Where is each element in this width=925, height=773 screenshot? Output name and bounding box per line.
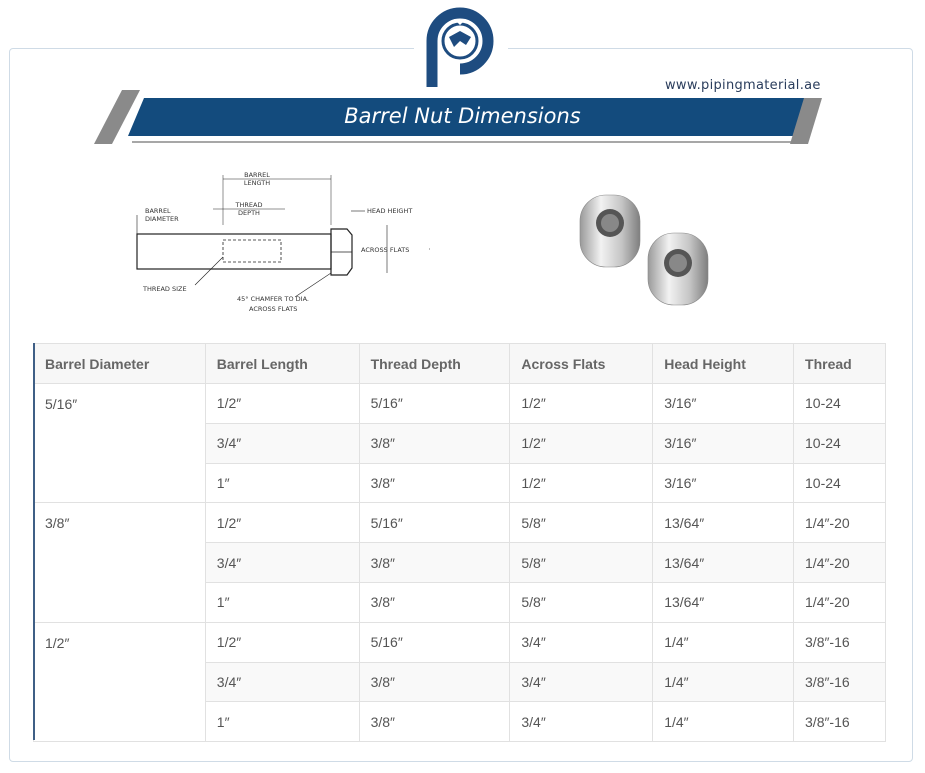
- label-chamfer-1: 45° CHAMFER TO DIA.: [237, 295, 309, 303]
- cell: 1/2″: [509, 422, 654, 464]
- label-across-flats: ACROSS FLATS: [361, 246, 409, 254]
- header-barrel-length: Barrel Length: [204, 343, 360, 384]
- cell: 1/4″: [652, 661, 795, 703]
- barrel-nut-drawing: BARREL LENGTH BARREL DIAMETER THREAD DEP…: [136, 171, 430, 313]
- cell: 1″: [204, 462, 360, 504]
- cell: 3/16″: [652, 462, 795, 504]
- table-row: 1/2″ 1/2″ 5/16″ 3/4″ 1/4″ 3/8″-16: [33, 621, 886, 743]
- cell-diameter: 3/8″: [33, 502, 206, 623]
- header-across-flats: Across Flats: [509, 343, 654, 384]
- label-barrel-length-2: LENGTH: [244, 179, 270, 187]
- site-url[interactable]: www.pipingmaterial.ae: [665, 78, 821, 93]
- cell: 10-24: [793, 462, 886, 504]
- table-row: 1″ 3/8″ 5/8″ 13/64″ 1/4″-20: [34, 581, 886, 623]
- cell: 3/8″: [358, 542, 511, 583]
- label-thread-depth-1: THREAD: [235, 201, 263, 209]
- cell: 3/4″: [509, 661, 654, 703]
- cell: 3/8″: [358, 661, 511, 703]
- cell: 3/4″: [509, 621, 654, 663]
- table-row: 3/4″ 3/8″ 3/4″ 1/4″ 3/8″-16: [34, 661, 886, 703]
- dimensions-table: Barrel Diameter Barrel Length Thread Dep…: [33, 343, 886, 743]
- cell: 5/16″: [358, 383, 511, 424]
- label-barrel-diameter-1: BARREL: [145, 207, 171, 215]
- table-row: 1″ 3/8″ 3/4″ 1/4″ 3/8″-16: [34, 701, 886, 743]
- cell: 10-24: [793, 422, 886, 464]
- cell: 3/16″: [652, 383, 795, 424]
- label-head-height: HEAD HEIGHT: [367, 207, 412, 215]
- cell: 3/8″-16: [793, 621, 886, 663]
- cell: 3/8″: [358, 581, 511, 623]
- cell: 5/8″: [509, 542, 654, 583]
- label-barrel-diameter-2: DIAMETER: [145, 215, 179, 223]
- label-thread-depth-2: DEPTH: [238, 209, 260, 217]
- header-thread-depth: Thread Depth: [358, 343, 511, 384]
- cell: 3/8″: [358, 462, 511, 504]
- table-row: 5/16″ 1/2″ 5/16″ 1/2″ 3/16″ 10-24: [33, 382, 886, 504]
- cell: 3/4″: [509, 701, 654, 743]
- cell: 1/2″: [204, 383, 360, 424]
- cell: 1/4″-20: [793, 502, 886, 544]
- cell-diameter: 1/2″: [33, 621, 206, 743]
- label-chamfer-2: ACROSS FLATS: [249, 305, 297, 313]
- cell: 3/8″-16: [793, 701, 886, 743]
- table-accent-bar: [33, 343, 35, 740]
- cell: 1″: [204, 701, 360, 743]
- nut-right: [647, 232, 709, 306]
- header-barrel-diameter: Barrel Diameter: [33, 343, 206, 384]
- cell: 13/64″: [652, 502, 795, 544]
- cell: 3/8″: [358, 701, 511, 743]
- title-banner: [94, 90, 822, 144]
- cell: 3/4″: [204, 422, 360, 464]
- cell: 1/4″-20: [793, 581, 886, 623]
- cell: 1/4″: [652, 701, 795, 743]
- cell: 3/4″: [204, 542, 360, 583]
- cell: 1″: [204, 581, 360, 623]
- nut-left: [579, 194, 641, 268]
- table-row: 3/4″ 3/8″ 5/8″ 13/64″ 1/4″-20: [34, 542, 886, 583]
- cell: 1/2″: [204, 621, 360, 663]
- cell: 5/16″: [358, 502, 511, 544]
- table-row: 3/4″ 3/8″ 1/2″ 3/16″ 10-24: [34, 422, 886, 464]
- cell: 1/4″: [652, 621, 795, 663]
- table-row: 3/8″ 1/2″ 5/16″ 5/8″ 13/64″ 1/4″-20: [33, 502, 886, 623]
- table-header-row: Barrel Diameter Barrel Length Thread Dep…: [33, 343, 886, 384]
- cell: 1/2″: [509, 462, 654, 504]
- cell-diameter: 5/16″: [33, 382, 206, 504]
- label-barrel-length-1: BARREL: [244, 171, 270, 179]
- cell: 5/8″: [509, 581, 654, 623]
- header-head-height: Head Height: [652, 343, 795, 384]
- barrel-nut-photo: [579, 194, 709, 306]
- cell: 3/8″: [358, 422, 511, 464]
- company-logo: [414, 5, 508, 91]
- cell: 3/4″: [204, 661, 360, 703]
- cell: 13/64″: [652, 542, 795, 583]
- cell: 5/8″: [509, 502, 654, 544]
- header-thread: Thread: [793, 343, 886, 384]
- cell: 10-24: [793, 383, 886, 424]
- cell: 1/2″: [204, 502, 360, 544]
- cell: 1/4″-20: [793, 542, 886, 583]
- label-thread-size: THREAD SIZE: [142, 285, 187, 293]
- cell: 13/64″: [652, 581, 795, 623]
- cell: 3/16″: [652, 422, 795, 464]
- cell: 5/16″: [358, 621, 511, 663]
- cell: 3/8″-16: [793, 661, 886, 703]
- cell: 1/2″: [509, 383, 654, 424]
